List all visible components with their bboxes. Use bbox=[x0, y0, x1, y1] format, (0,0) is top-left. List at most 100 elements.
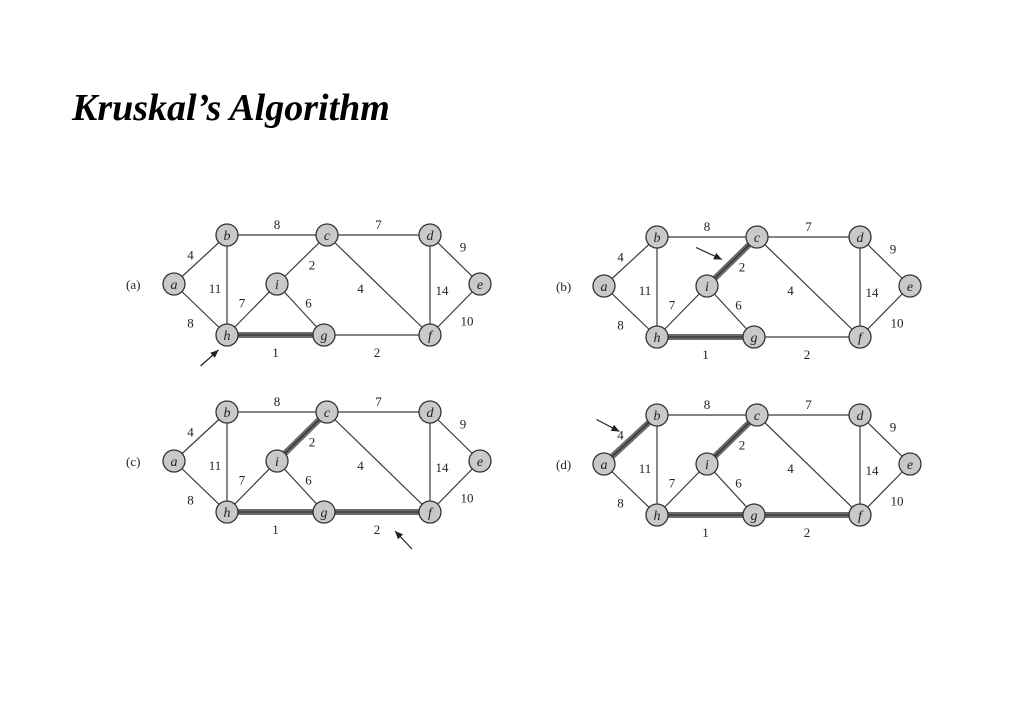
edge-weight: 10 bbox=[891, 316, 904, 331]
node-circle bbox=[898, 452, 922, 476]
edge-weight: 4 bbox=[787, 283, 794, 298]
panel-label: (a) bbox=[126, 277, 140, 292]
arrowhead bbox=[210, 350, 219, 358]
graph-node: i bbox=[265, 449, 289, 473]
graph-edge bbox=[656, 463, 708, 516]
node-label: c bbox=[324, 406, 331, 421]
node-circle bbox=[848, 503, 872, 527]
edge-weight: 4 bbox=[617, 250, 624, 265]
edge-weight: 10 bbox=[461, 491, 474, 506]
node-circle bbox=[742, 503, 766, 527]
node-circle bbox=[645, 325, 669, 349]
edge-weight: 4 bbox=[187, 425, 194, 440]
node-label: c bbox=[324, 229, 331, 244]
node-label: i bbox=[705, 458, 709, 473]
node-label: d bbox=[857, 409, 865, 424]
node-circle bbox=[592, 452, 616, 476]
edge-weight: 7 bbox=[805, 219, 812, 234]
graph-node: d bbox=[848, 225, 872, 249]
graph-edge bbox=[859, 285, 911, 338]
edge-weight: 6 bbox=[305, 473, 312, 488]
graph-node: d bbox=[848, 403, 872, 427]
node-circle bbox=[418, 323, 442, 347]
graph-node: a bbox=[592, 452, 616, 476]
edge-weight: 2 bbox=[309, 435, 316, 450]
graph-edge bbox=[603, 285, 658, 338]
edge-weight: 7 bbox=[669, 298, 676, 313]
node-circle bbox=[418, 500, 442, 524]
node-circle bbox=[312, 323, 336, 347]
edge-weight: 8 bbox=[274, 394, 281, 409]
node-label: g bbox=[321, 506, 328, 521]
graph-node: f bbox=[418, 323, 442, 347]
graph-edge bbox=[859, 463, 911, 516]
edge-weight: 8 bbox=[187, 316, 194, 331]
graph-edge bbox=[429, 283, 481, 336]
edge-weight: 4 bbox=[787, 461, 794, 476]
graph-edge bbox=[756, 414, 861, 516]
edge-weight: 8 bbox=[704, 219, 711, 234]
node-label: e bbox=[907, 280, 913, 295]
graph-node: g bbox=[312, 323, 336, 347]
graph-node: i bbox=[695, 452, 719, 476]
node-label: a bbox=[171, 278, 178, 293]
node-circle bbox=[315, 223, 339, 247]
edge-weight: 2 bbox=[374, 345, 381, 360]
graph-node: e bbox=[468, 449, 492, 473]
edge-weight: 8 bbox=[704, 397, 711, 412]
edge-weight: 2 bbox=[739, 260, 746, 275]
edge-weight: 2 bbox=[739, 438, 746, 453]
node-label: g bbox=[751, 331, 758, 346]
node-circle bbox=[418, 223, 442, 247]
graph-node: e bbox=[468, 272, 492, 296]
edge-weight: 6 bbox=[735, 476, 742, 491]
edge-weight: 11 bbox=[209, 458, 222, 473]
edge-weight: 7 bbox=[239, 473, 246, 488]
graph-edge bbox=[429, 234, 481, 285]
edge-weight: 2 bbox=[309, 258, 316, 273]
node-label: c bbox=[754, 231, 761, 246]
graph-edge bbox=[859, 236, 911, 287]
edge-weight: 11 bbox=[209, 281, 222, 296]
graph-edge bbox=[656, 285, 708, 338]
node-label: h bbox=[224, 329, 231, 344]
graph-node: a bbox=[592, 274, 616, 298]
mst-edge-core bbox=[706, 236, 758, 287]
graph-node: b bbox=[215, 223, 239, 247]
edge-weight: 14 bbox=[436, 283, 450, 298]
edge-weight: 4 bbox=[357, 281, 364, 296]
node-label: c bbox=[754, 409, 761, 424]
arrowhead bbox=[610, 424, 620, 432]
graph-node: f bbox=[418, 500, 442, 524]
node-label: b bbox=[654, 231, 661, 246]
node-label: f bbox=[428, 329, 434, 344]
graph-edge bbox=[859, 414, 911, 465]
edge-weight: 1 bbox=[702, 525, 709, 540]
node-label: i bbox=[275, 455, 279, 470]
node-circle bbox=[695, 452, 719, 476]
graph-node: i bbox=[695, 274, 719, 298]
node-circle bbox=[898, 274, 922, 298]
node-label: f bbox=[858, 331, 864, 346]
edge-weight: 9 bbox=[460, 240, 467, 255]
graph-node: i bbox=[265, 272, 289, 296]
mst-edge-core bbox=[706, 414, 758, 465]
edge-weight: 8 bbox=[274, 217, 281, 232]
edge-weight: 10 bbox=[461, 314, 474, 329]
edge-weight: 4 bbox=[617, 428, 624, 443]
node-label: i bbox=[275, 278, 279, 293]
panel-label: (c) bbox=[126, 454, 140, 469]
graph-node: d bbox=[418, 223, 442, 247]
graph-node: e bbox=[898, 274, 922, 298]
graph-edge bbox=[429, 411, 481, 462]
graph-edge bbox=[326, 234, 431, 336]
node-label: e bbox=[907, 458, 913, 473]
node-label: i bbox=[705, 280, 709, 295]
node-circle bbox=[315, 400, 339, 424]
node-circle bbox=[215, 323, 239, 347]
node-circle bbox=[265, 449, 289, 473]
node-circle bbox=[645, 225, 669, 249]
graph-node: h bbox=[645, 503, 669, 527]
graph-node: f bbox=[848, 503, 872, 527]
